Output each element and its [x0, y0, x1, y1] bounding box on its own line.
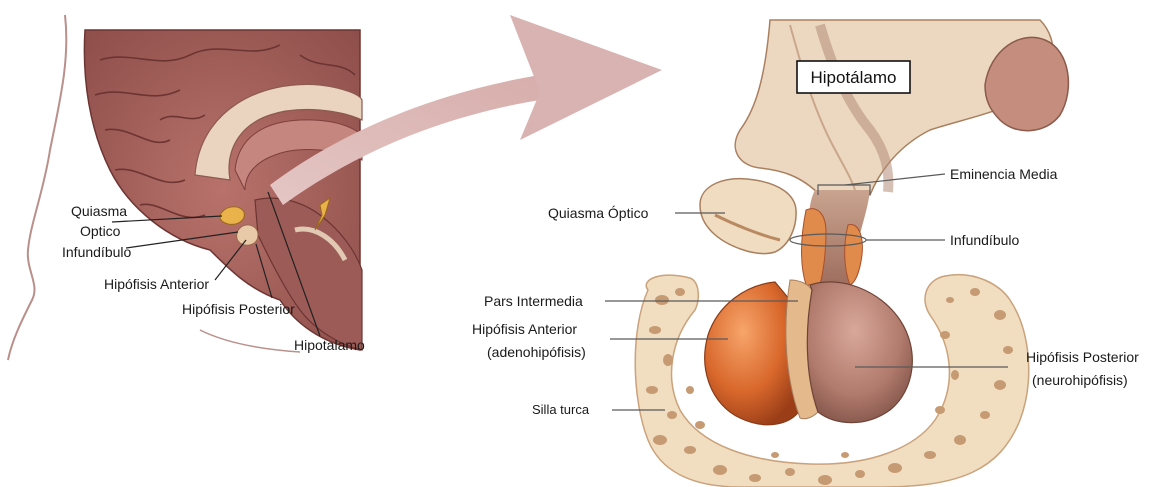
anterior-lobe	[705, 282, 800, 425]
label-quiasma-line2: Optico	[80, 223, 121, 239]
face-profile	[8, 15, 66, 360]
label-hipotalamo-left: Hipotalamo	[294, 337, 365, 353]
label-silla-turca: Silla turca	[532, 402, 590, 417]
portal-vessels-right	[845, 225, 863, 285]
label-hipofisis-anterior-line2: (adenohipófisis)	[487, 344, 586, 360]
label-hipofisis-anterior-left: Hipófisis Anterior	[104, 276, 209, 292]
pituitary-small	[237, 225, 258, 245]
label-pars-intermedia: Pars Intermedia	[484, 293, 583, 309]
label-eminencia-media: Eminencia Media	[950, 166, 1058, 182]
label-hipofisis-anterior-line1: Hipófisis Anterior	[472, 321, 577, 337]
label-hipofisis-posterior-line2: (neurohipófisis)	[1032, 372, 1128, 388]
label-hipotalamo-title: Hipotálamo	[811, 68, 897, 87]
label-infundibulo-left: Infundíbulo	[62, 244, 131, 260]
label-hipofisis-posterior-line1: Hipófisis Posterior	[1026, 349, 1139, 365]
optic-chiasm	[700, 179, 796, 254]
label-quiasma-line1: Quiasma	[71, 203, 127, 219]
label-infundibulo-right: Infundíbulo	[950, 232, 1019, 248]
hipotalamo-title-box: Hipotálamo	[797, 61, 910, 93]
portal-vessels-left	[802, 209, 827, 285]
posterior-lobe	[807, 282, 912, 423]
label-hipofisis-posterior-left: Hipófisis Posterior	[182, 301, 295, 317]
label-quiasma-optico: Quiasma Óptico	[548, 205, 649, 221]
